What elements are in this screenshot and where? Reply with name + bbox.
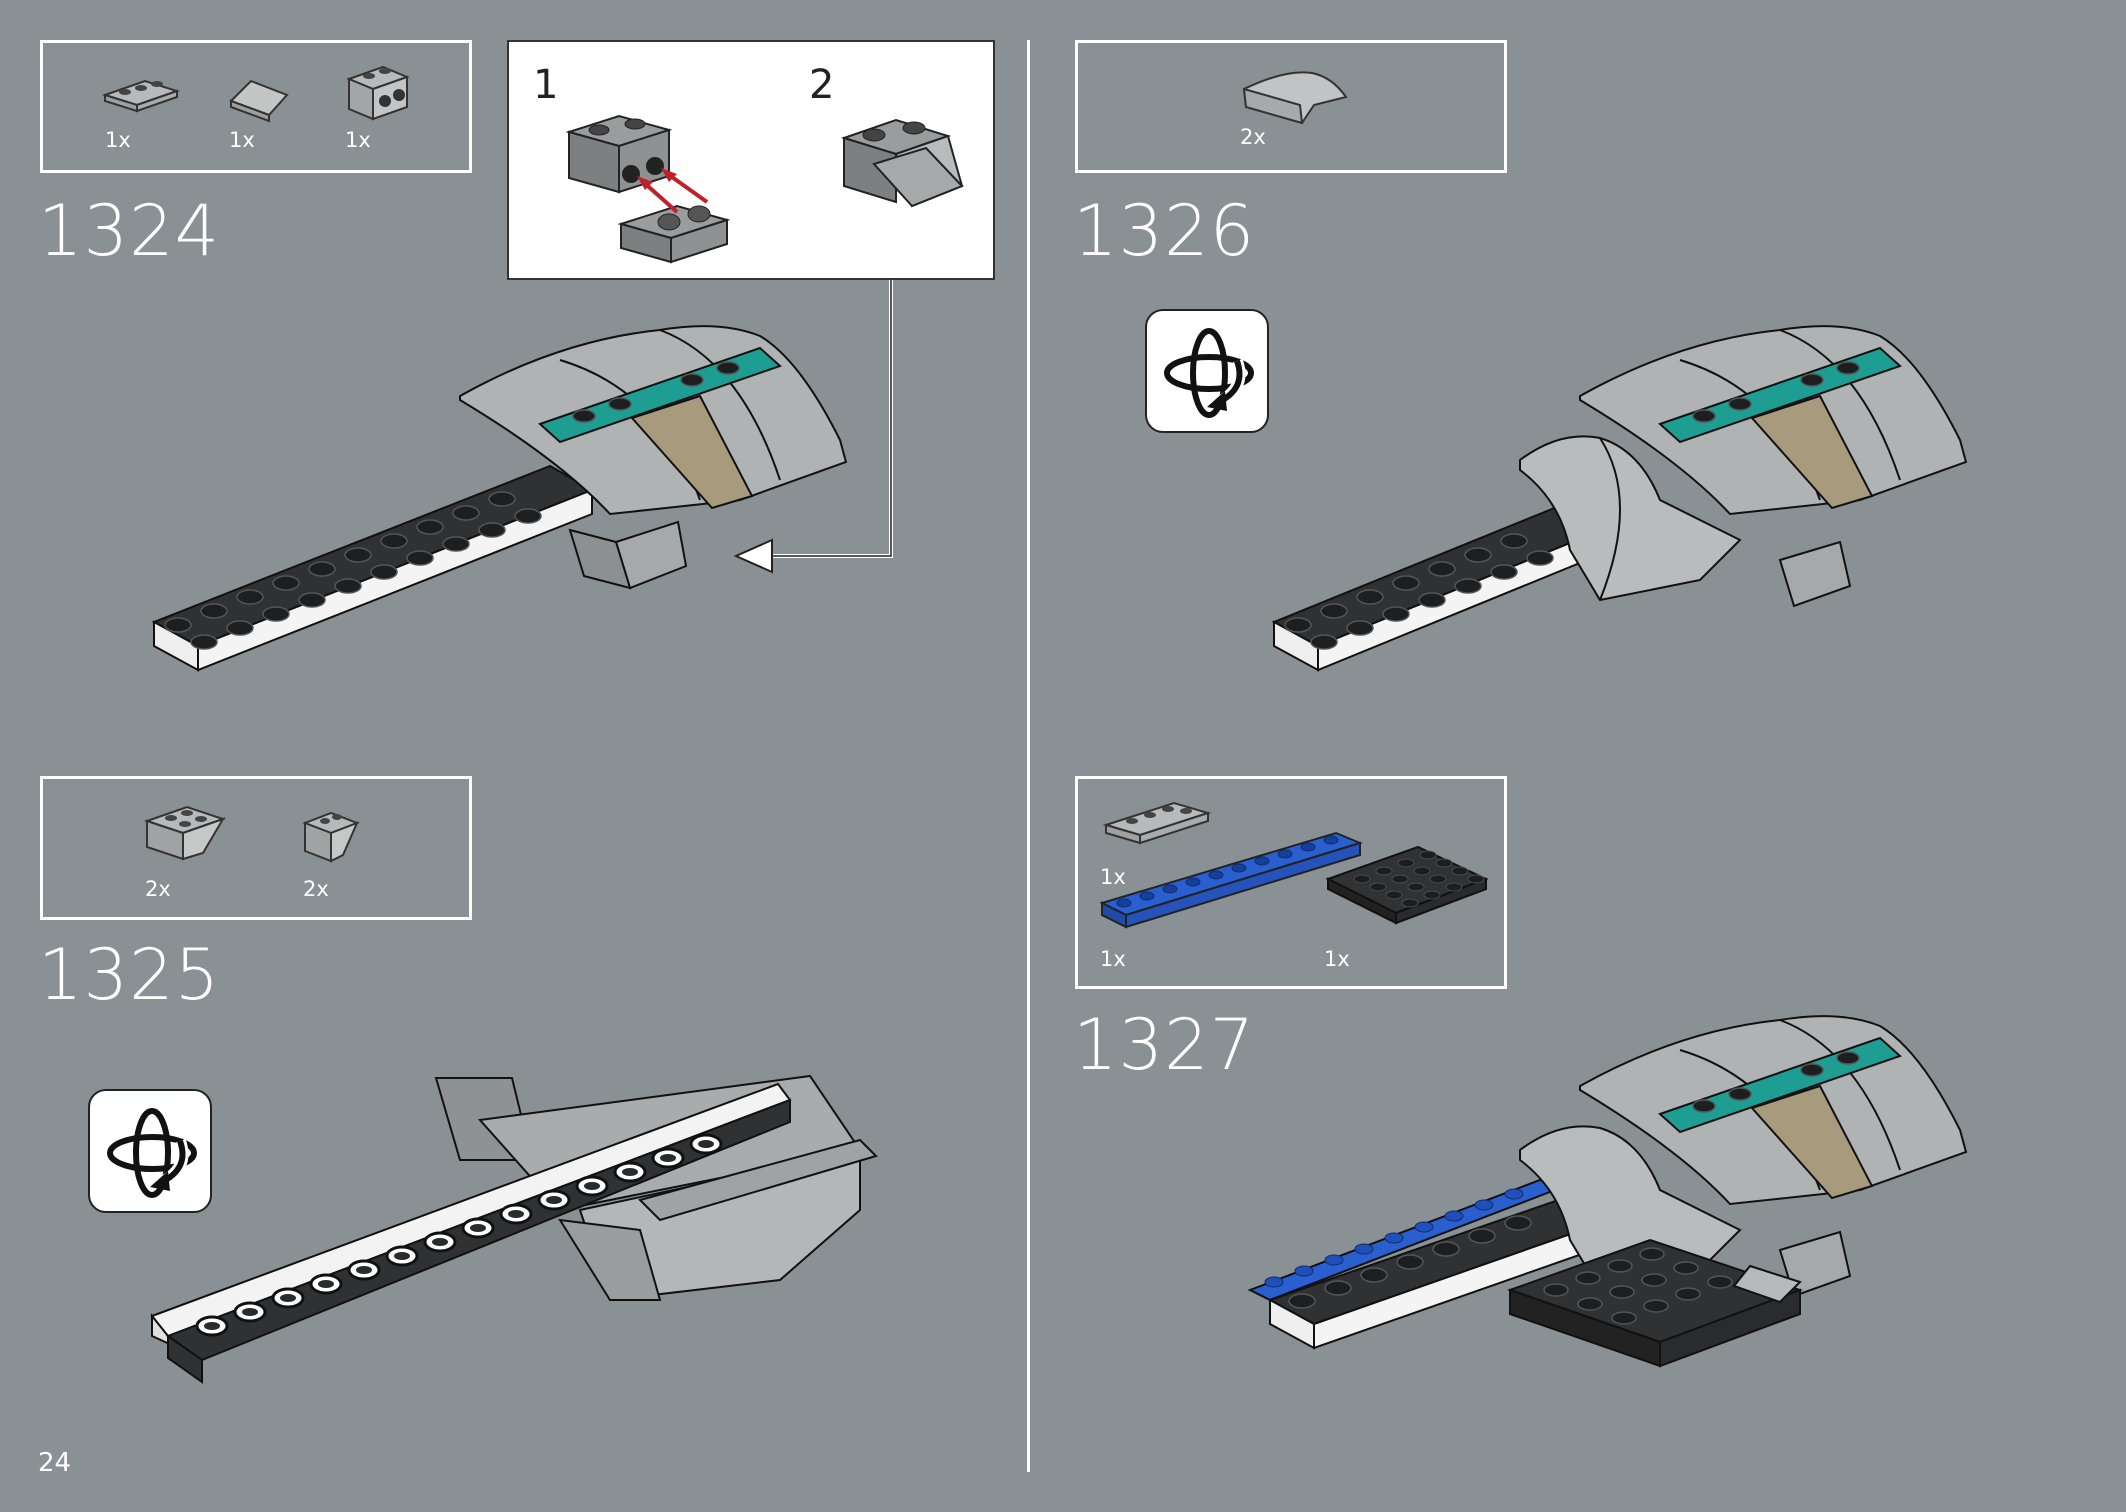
step-number-1327: 1327 bbox=[1073, 1004, 1256, 1086]
part-brick-studs-side-icon bbox=[346, 65, 410, 121]
model-1326-illustration bbox=[1271, 325, 1968, 672]
part-curved-slope-icon bbox=[1242, 71, 1348, 125]
part-qty: 2x bbox=[303, 877, 329, 901]
insert-arrow-icon bbox=[733, 538, 773, 574]
model-1324-illustration bbox=[151, 325, 848, 672]
parts-list-1326: 2x bbox=[1075, 40, 1507, 173]
sub-step-2-illustration bbox=[840, 118, 964, 208]
parts-list-1325: 2x 2x bbox=[40, 776, 472, 920]
step-number-1326: 1326 bbox=[1073, 190, 1256, 272]
model-1327-illustration bbox=[1247, 1015, 1968, 1368]
sub-step-1-number: 1 bbox=[533, 62, 559, 108]
part-blue-plate-1x10-icon bbox=[1099, 831, 1363, 929]
part-inverted-slope-2x2-icon bbox=[143, 805, 227, 861]
part-qty: 1x bbox=[345, 128, 371, 152]
part-qty: 2x bbox=[145, 877, 171, 901]
sub-step-1-illustration bbox=[565, 114, 731, 264]
part-inverted-slope-1x2-icon bbox=[302, 811, 360, 863]
part-slope-icon bbox=[229, 79, 289, 123]
page-number: 24 bbox=[38, 1448, 72, 1478]
parts-list-1324: 1x 1x 1x bbox=[40, 40, 472, 173]
parts-list-1327: 1x 1x 1x bbox=[1075, 776, 1507, 989]
part-dark-plate-4x4-icon bbox=[1325, 845, 1489, 925]
step-number-1324: 1324 bbox=[38, 190, 221, 272]
sub-step-2-number: 2 bbox=[809, 62, 835, 108]
part-plate-1x4-icon bbox=[1102, 801, 1212, 845]
step-number-1325: 1325 bbox=[38, 934, 221, 1016]
part-qty: 2x bbox=[1240, 125, 1266, 149]
part-qty: 1x bbox=[1100, 947, 1126, 971]
part-qty: 1x bbox=[1324, 947, 1350, 971]
sub-assembly-callout: 1 2 bbox=[507, 40, 995, 280]
rotate-model-icon bbox=[1145, 309, 1269, 433]
model-1325-illustration bbox=[150, 1074, 878, 1384]
page-divider bbox=[1027, 40, 1030, 1472]
rotate-model-icon bbox=[88, 1089, 212, 1213]
part-qty: 1x bbox=[105, 128, 131, 152]
part-qty: 1x bbox=[1100, 865, 1126, 889]
part-plate-1x3-icon bbox=[101, 79, 181, 113]
part-qty: 1x bbox=[229, 128, 255, 152]
